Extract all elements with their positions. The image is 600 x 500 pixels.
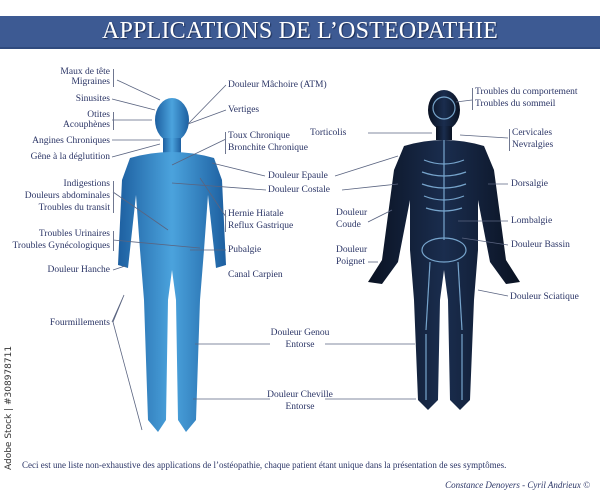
label-douleurs-abdominales: Douleurs abdominales xyxy=(24,191,110,201)
label-machoire: Douleur Mâchoire (ATM) xyxy=(228,80,327,90)
label-douleur-poignet-2: Poignet xyxy=(336,257,366,267)
label-canal-carpien: Canal Carpien xyxy=(228,270,283,280)
stock-watermark: Adobe Stock | #308978711 xyxy=(4,345,14,470)
label-otites: Otites xyxy=(87,110,110,120)
label-indigestions: Indigestions xyxy=(63,179,110,189)
label-maux-de-tete: Maux de tête xyxy=(60,67,110,77)
label-troubles-gynecologiques: Troubles Gynécologiques xyxy=(12,241,110,251)
label-douleur-genou: Douleur Genou xyxy=(270,328,330,338)
label-bronchite: Bronchite Chronique xyxy=(228,143,308,153)
back-skeleton-figure xyxy=(368,90,520,410)
label-migraines: Migraines xyxy=(71,77,110,87)
label-nevralgies: Nevralgies xyxy=(512,140,554,150)
label-douleur-epaule: Douleur Epaule xyxy=(268,171,328,181)
label-sinusites: Sinusites xyxy=(75,94,110,104)
bracket xyxy=(113,69,114,87)
label-douleur-cheville: Douleur Cheville xyxy=(267,390,333,400)
label-douleur-sciatique: Douleur Sciatique xyxy=(510,292,579,302)
label-troubles-transit: Troubles du transit xyxy=(38,203,110,213)
label-vertiges: Vertiges xyxy=(228,105,260,115)
bracket xyxy=(225,210,226,232)
label-douleur-poignet-1: Douleur xyxy=(336,245,368,255)
bracket xyxy=(225,132,226,154)
disclaimer-note: Ceci est une liste non-exhaustive des ap… xyxy=(22,460,507,470)
label-gene-deglutition: Gêne à la déglutition xyxy=(30,152,110,162)
label-douleur-coude-2: Coude xyxy=(336,220,361,230)
title-banner: APPLICATIONS DE L’OSTEOPATHIE xyxy=(0,16,600,49)
front-body-figure xyxy=(118,98,226,432)
label-genou-entorse: Entorse xyxy=(285,340,315,350)
label-douleur-bassin: Douleur Bassin xyxy=(511,240,570,250)
label-douleur-coude-1: Douleur xyxy=(336,208,368,218)
label-torticolis: Torticolis xyxy=(310,128,347,138)
label-pubalgie: Pubalgie xyxy=(228,245,262,255)
label-acouphenes: Acouphènes xyxy=(63,120,110,130)
label-toux: Toux Chronique xyxy=(228,131,290,141)
label-lombalgie: Lombalgie xyxy=(511,216,553,226)
bracket xyxy=(113,231,114,251)
bracket xyxy=(472,88,473,110)
skeleton-detail xyxy=(421,96,467,400)
author-credit: Constance Denoyers - Cyril Andrieux © xyxy=(445,480,590,490)
label-hernie: Hernie Hiatale xyxy=(228,209,284,219)
bracket xyxy=(509,129,510,151)
label-troubles-comportement: Troubles du comportement xyxy=(475,87,578,97)
label-dorsalgie: Dorsalgie xyxy=(511,179,548,189)
label-fourmillements: Fourmillements xyxy=(49,318,110,328)
label-cheville-entorse: Entorse xyxy=(285,402,315,412)
bracket xyxy=(113,181,114,213)
label-reflux: Reflux Gastrique xyxy=(228,221,294,231)
page-title: APPLICATIONS DE L’OSTEOPATHIE xyxy=(101,18,499,44)
label-angines: Angines Chroniques xyxy=(32,136,110,146)
label-douleur-costale: Douleur Costale xyxy=(268,185,331,195)
label-cervicales: Cervicales xyxy=(512,128,553,138)
label-douleur-hanche: Douleur Hanche xyxy=(47,265,110,275)
bracket xyxy=(113,112,114,130)
label-troubles-urinaires: Troubles Urinaires xyxy=(38,229,110,239)
label-troubles-sommeil: Troubles du sommeil xyxy=(475,99,556,109)
